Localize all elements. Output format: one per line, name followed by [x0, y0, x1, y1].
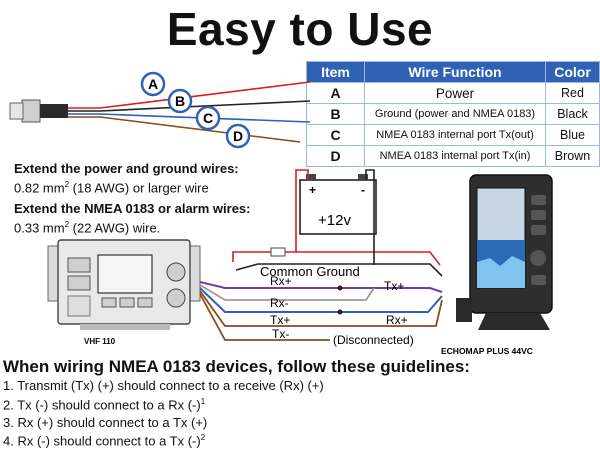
common-ground-label: Common Ground — [260, 264, 360, 279]
header-wire-function: Wire Function — [364, 61, 546, 83]
wire-letter: C — [203, 110, 213, 126]
cell-function: NMEA 0183 internal port Tx(out) — [364, 124, 546, 146]
radio-display — [97, 254, 153, 294]
wire-label-a: A — [140, 71, 166, 97]
battery-plus: + — [309, 183, 316, 197]
page-title: Easy to Use — [166, 3, 434, 55]
battery-voltage: +12v — [318, 212, 351, 229]
table-row: C NMEA 0183 internal port Tx(out) Blue — [306, 124, 600, 146]
superscript: 2 — [64, 180, 70, 189]
power-wire-spec: 0.82 mm2 (18 AWG) or larger wire — [14, 180, 209, 195]
table-header-row: Item Wire Function Color — [306, 61, 600, 83]
power-wire — [232, 169, 309, 262]
wire-letter: D — [233, 128, 243, 144]
rx-plus-label: Rx+ — [270, 274, 292, 288]
wire-label-d: D — [225, 123, 251, 149]
guideline-text: 2. Tx (-) should connect to a Rx (-) — [3, 397, 201, 413]
guideline-item: 4. Rx (-) should connect to a Tx (-)2 — [3, 433, 205, 448]
right-tx-plus-label: Tx+ — [384, 279, 404, 293]
nmea-wire-spec: 0.33 mm2 (22 AWG) wire. — [14, 220, 160, 235]
right-rx-plus-label: Rx+ — [386, 313, 408, 327]
cell-function: NMEA 0183 internal port Tx(in) — [364, 145, 546, 167]
guideline-item: 3. Rx (+) should connect to a Tx (+) — [3, 415, 207, 430]
nmea-spec-prefix: 0.33 mm — [14, 220, 65, 236]
superscript: 2 — [64, 220, 70, 229]
guidelines-title: When wiring NMEA 0183 devices, follow th… — [3, 357, 470, 376]
guideline-text: 3. Rx (+) should connect to a Tx (+) — [3, 415, 208, 430]
chartplotter: ECHOMAP PLUS 44VC — [441, 174, 553, 356]
tx-plus-label: Tx+ — [270, 313, 290, 327]
wire-letter: A — [148, 76, 158, 92]
tx-minus-wire-right — [199, 290, 443, 327]
footnote-marker: 1 — [200, 397, 206, 406]
chartplotter-label: ECHOMAP PLUS 44VC — [441, 346, 533, 356]
vhf-radio: VHF 110 — [47, 239, 201, 346]
power-wire-heading: Extend the power and ground wires: — [14, 161, 239, 176]
nmea-wire-heading: Extend the NMEA 0183 or alarm wires: — [14, 201, 251, 216]
disconnected-label: (Disconnected) — [333, 333, 414, 347]
radio-label: VHF 110 — [84, 337, 116, 346]
rx-minus-wire — [199, 284, 375, 301]
tx-plus-wire — [199, 287, 443, 313]
power-wire-right — [296, 251, 441, 266]
guideline-text: 1. Transmit (Tx) (+) should connect to a… — [3, 378, 324, 393]
power-spec-prefix: 0.82 mm — [14, 180, 65, 196]
power-spec-suffix: (18 AWG) or larger wire — [69, 180, 209, 196]
rx-plus-wire — [199, 281, 443, 293]
cell-color: Black — [545, 103, 600, 125]
rx-minus-label: Rx- — [270, 296, 289, 310]
common-ground-wire — [235, 263, 443, 277]
ground-wire — [365, 169, 375, 265]
wire-label-c: C — [195, 105, 221, 131]
fuse — [270, 247, 286, 257]
guideline-item: 2. Tx (-) should connect to a Rx (-)1 — [3, 397, 205, 412]
footnote-marker: 2 — [200, 433, 206, 442]
guideline-item: 1. Transmit (Tx) (+) should connect to a… — [3, 378, 324, 393]
wire-label-b: B — [167, 88, 193, 114]
nmea-spec-suffix: (22 AWG) wire. — [69, 220, 161, 236]
cell-color: Brown — [545, 145, 600, 167]
guideline-text: 4. Rx (-) should connect to a Tx (-) — [3, 433, 201, 449]
battery: + - +12v — [299, 174, 377, 235]
tx-minus-wire — [199, 293, 330, 341]
wire-letter: B — [175, 93, 185, 109]
tx-minus-label: Tx- — [272, 327, 289, 341]
wire-function-table: Item Wire Function Color A Power Red B G… — [306, 61, 600, 167]
table-row: D NMEA 0183 internal port Tx(in) Brown — [306, 145, 600, 167]
battery-minus: - — [361, 183, 365, 197]
